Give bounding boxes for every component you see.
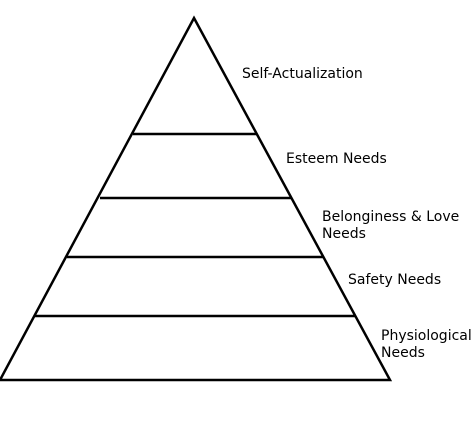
label-belonging-line-1: Belonginess & Love (322, 209, 460, 225)
label-esteem-needs: Esteem Needs (286, 151, 387, 168)
label-belonging-line-2: Needs (322, 226, 366, 242)
label-self-actualization: Self-Actualization (242, 66, 363, 83)
label-esteem-needs-line-1: Esteem Needs (286, 151, 387, 167)
label-physiological-needs: Physiological Needs (381, 328, 472, 362)
label-physiological-line-2: Needs (381, 345, 425, 361)
label-belonging-love-needs: Belonginess & Love Needs (322, 209, 459, 243)
label-safety-needs-line-1: Safety Needs (348, 272, 442, 288)
label-self-actualization-line-1: Self-Actualization (242, 66, 363, 82)
label-physiological-line-1: Physiological (381, 328, 472, 344)
label-safety-needs: Safety Needs (348, 272, 441, 289)
